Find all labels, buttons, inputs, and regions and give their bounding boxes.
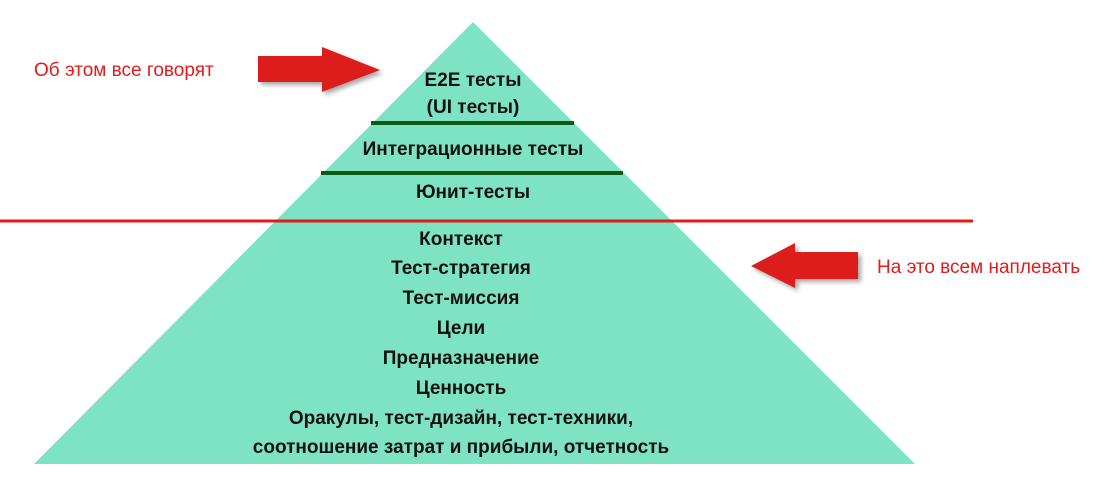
foundation-item: соотношение затрат и прибыли, отчетность xyxy=(252,437,670,458)
pyramid xyxy=(34,22,915,464)
foundation-item: Цели xyxy=(436,318,486,339)
tier-integration-label: Интеграционные тесты xyxy=(362,139,584,160)
annotation-top: Об этом все говорят xyxy=(34,60,214,81)
tier-e2e-label-line2: (UI тесты) xyxy=(426,97,520,118)
annotation-bottom: На это всем наплевать xyxy=(877,257,1081,278)
arrow-right-icon xyxy=(258,47,380,92)
arrow-left-icon xyxy=(751,243,858,288)
foundation-item: Тест-миссия xyxy=(402,288,520,309)
foundation-item: Оракулы, тест-дизайн, тест-техники, xyxy=(288,408,634,429)
arrow-left-shape xyxy=(751,243,858,288)
foundation-item: Предназначение xyxy=(382,348,540,369)
foundation-item: Тест-стратегия xyxy=(391,258,531,279)
foundation-item: Ценность xyxy=(415,378,507,399)
tier-unit-label: Юнит-тесты xyxy=(415,182,531,203)
foundation-item: Контекст xyxy=(419,229,503,250)
arrow-right-shape xyxy=(258,47,380,92)
tier-e2e-label-line1: E2E тесты xyxy=(424,70,522,91)
